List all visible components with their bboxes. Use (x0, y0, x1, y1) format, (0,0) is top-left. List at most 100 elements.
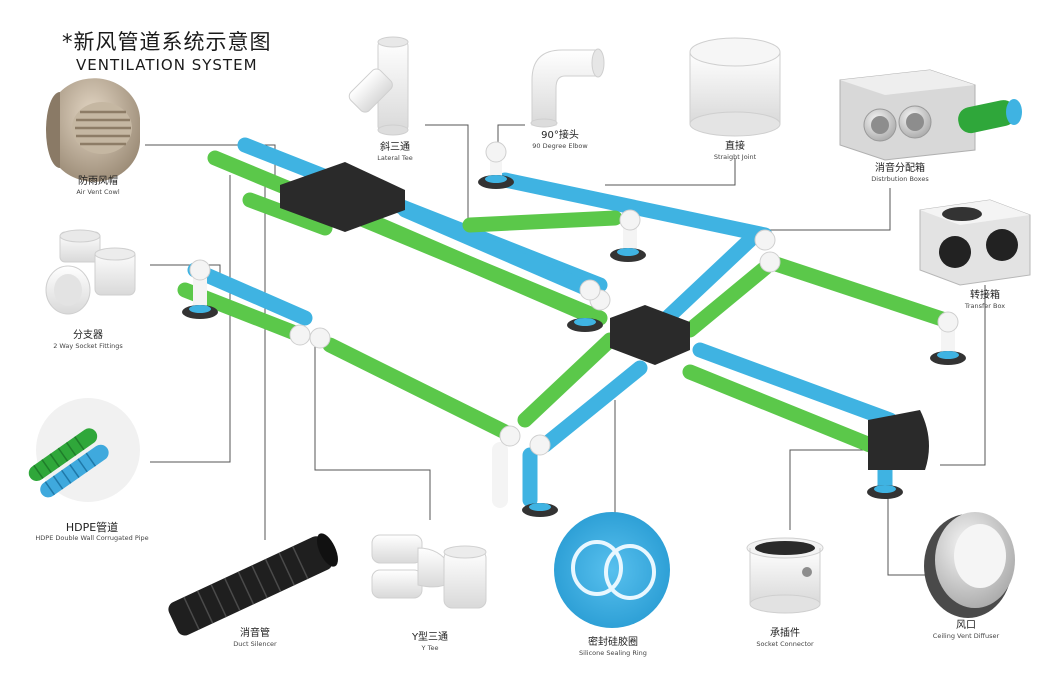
label-lateral-tee: 斜三通 Lateral Tee (315, 142, 475, 163)
leader-distribution-box (760, 188, 891, 231)
label-two-way-socket: 分支器 2 Way Socket Fittings (8, 330, 168, 351)
label-en: Lateral Tee (377, 154, 413, 162)
label-zh: 风口 (956, 620, 976, 631)
duct-segment (242, 192, 333, 236)
leader-ceiling-vent (887, 495, 925, 576)
leader-socket-connector (789, 449, 868, 530)
duct-segment (497, 172, 773, 243)
label-en: Socket Connector (756, 640, 814, 648)
duct-segment (462, 210, 623, 233)
duct-segment (657, 232, 758, 328)
label-en: Distrbution Boxes (871, 175, 929, 183)
duct-joint (754, 229, 776, 251)
label-ceiling-vent: 风口 Ceiling Vent Diffuser (886, 620, 1046, 641)
leader-transfer-box (940, 285, 986, 466)
label-zh: 消音分配箱 (875, 163, 925, 174)
duct-segment (692, 342, 898, 428)
label-sealing-ring: 密封硅胶圈 Silicone Sealing Ring (533, 637, 693, 658)
label-zh: 密封硅胶圈 (588, 637, 638, 648)
duct-joint (619, 209, 641, 231)
diagram-title: *新风管道系统示意图 (62, 30, 272, 54)
label-zh: HDPE管道 (65, 521, 119, 534)
duct-joint (309, 327, 331, 349)
label-air-vent-cowl: 防雨风帽 Air Vent Cowl (18, 176, 178, 197)
socket-connector-icon (746, 537, 824, 614)
two-way-socket-icon (45, 229, 136, 315)
label-zh: 90°接头 (541, 130, 579, 141)
duct-segment (322, 337, 513, 440)
label-zh: Y型三通 (411, 632, 449, 643)
label-socket-connector: 承插件 Socket Connector (705, 628, 865, 649)
leader-straight-joint (605, 158, 736, 186)
duct-segment (187, 262, 313, 326)
duct-outlet-duct (485, 175, 507, 183)
straight-joint-icon (689, 37, 781, 137)
sealing-ring-icon (554, 512, 670, 628)
ceiling-vent-icon (924, 512, 1015, 618)
duct-segment (537, 360, 648, 453)
label-zh: 直接 (725, 141, 745, 152)
duct-joint (485, 141, 507, 163)
label-zh: 消音管 (240, 628, 270, 639)
label-en: Duct Silencer (233, 640, 277, 648)
duct-segment (397, 202, 598, 298)
duct-network (177, 137, 966, 517)
label-en: HDPE Double Wall Corrugated Pipe (35, 534, 149, 542)
duct-outlet-duct (189, 305, 211, 313)
label-y-tee: Y型三通 Y Tee (350, 632, 510, 653)
duct-joint (189, 259, 211, 281)
leader-y-tee (314, 345, 431, 520)
label-en: Y Tee (421, 644, 439, 652)
y-tee-icon (371, 534, 487, 609)
duct-segment (517, 332, 618, 428)
label-duct-silencer: 消音管 Duct Silencer (175, 628, 335, 649)
duct-segment (762, 254, 953, 328)
diagram-subtitle: VENTILATION SYSTEM (76, 56, 258, 74)
label-en: Silicone Sealing Ring (579, 649, 647, 657)
leader-lateral-tee (425, 124, 469, 230)
label-en: 90 Degree Elbow (532, 142, 588, 150)
leader-hdpe-pipe (150, 175, 231, 463)
transfer-box-node (868, 410, 929, 470)
label-zh: 防雨风帽 (78, 176, 118, 187)
label-zh: 分支器 (73, 330, 103, 341)
label-elbow: 90°接头 90 Degree Elbow (480, 130, 640, 151)
duct-silencer-icon (168, 533, 338, 636)
duct-segment (372, 217, 603, 326)
duct-joint (289, 324, 311, 346)
label-en: Straight Joint (713, 153, 757, 161)
label-straight-joint: 直接 Straight Joint (655, 141, 815, 162)
duct-segment (682, 364, 878, 453)
label-zh: 承插件 (770, 628, 800, 639)
label-en: Transfer Box (964, 302, 1006, 310)
distribution-box-icon (839, 69, 1022, 161)
label-zh: 转接箱 (970, 290, 1000, 301)
duct-joint (499, 425, 521, 447)
elbow-icon (530, 48, 605, 128)
duct-outlet-duct (617, 248, 639, 256)
air-vent-cowl-icon (46, 78, 140, 182)
duct-outlet-duct (529, 503, 551, 511)
label-en: Air Vent Cowl (76, 188, 120, 196)
duct-outlet-duct (937, 351, 959, 359)
duct-segment (682, 260, 773, 338)
duct-joint (759, 251, 781, 273)
hdpe-pipe-icon (28, 398, 140, 502)
transfer-box-icon (919, 199, 1031, 286)
duct-outlet-duct (874, 485, 896, 493)
label-en: 2 Way Socket Fittings (53, 342, 123, 350)
label-zh: 斜三通 (380, 142, 410, 153)
duct-outlet-duct (574, 318, 596, 326)
duct-joint (937, 311, 959, 333)
label-en: Ceiling Vent Diffuser (932, 632, 1000, 640)
central-distribution-box (280, 162, 405, 232)
duct-joint (579, 279, 601, 301)
label-distribution-box: 消音分配箱 Distrbution Boxes (820, 163, 980, 184)
lateral-tee-icon (348, 36, 409, 136)
label-transfer-box: 转接箱 Transfer Box (905, 290, 1060, 311)
duct-joint (529, 434, 551, 456)
label-hdpe-pipe: HDPE管道 HDPE Double Wall Corrugated Pipe (12, 522, 172, 543)
secondary-distribution-box (610, 305, 690, 365)
